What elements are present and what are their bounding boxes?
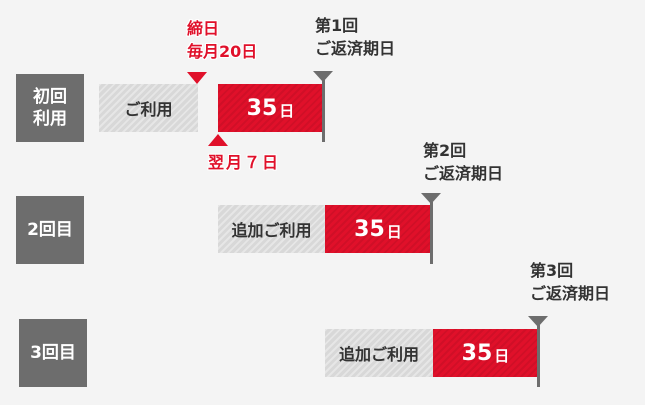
due-marker-icon xyxy=(421,193,441,204)
due-date-label-1: 第1回ご返済期日 xyxy=(315,14,395,60)
usage-bar: ご利用 xyxy=(99,84,198,132)
due-text: ご返済期日 xyxy=(315,39,396,58)
due-marker-icon xyxy=(528,316,548,327)
due-date-label-2: 第2回ご返済期日 xyxy=(423,139,503,185)
usage-label: ご利用 xyxy=(124,100,173,119)
days-unit: 日 xyxy=(386,223,402,241)
due-marker-icon xyxy=(313,71,333,82)
due-line xyxy=(537,325,540,387)
closing-date: 毎月20日 xyxy=(187,42,258,61)
days-number: 35 xyxy=(354,216,385,242)
due-number: 第1回 xyxy=(315,16,359,35)
due-line xyxy=(430,202,433,264)
due-text: ご返済期日 xyxy=(423,164,504,183)
next-month-marker-icon xyxy=(208,134,228,146)
row-label-first: 初回 利用 xyxy=(16,74,84,142)
days-number: 35 xyxy=(461,340,493,366)
due-number: 第2回 xyxy=(423,141,467,160)
row-label-text: 3回目 xyxy=(30,343,76,363)
due-date-label-3: 第3回ご返済期日 xyxy=(530,259,610,305)
due-line xyxy=(322,80,325,142)
days-unit: 日 xyxy=(279,102,295,120)
row-label-text: 初回 利用 xyxy=(33,87,67,129)
closing-marker-icon xyxy=(187,72,207,84)
usage-label: 追加ご利用 xyxy=(231,221,312,240)
closing-date-label: 締日毎月20日 xyxy=(187,17,257,63)
closing-title: 締日 xyxy=(187,19,220,38)
row-label-text: 2回目 xyxy=(27,220,73,240)
due-number: 第3回 xyxy=(530,261,574,280)
days-unit: 日 xyxy=(494,347,510,365)
next-month-label: 翌月７日 xyxy=(208,153,281,172)
usage-bar: 追加ご利用 xyxy=(218,205,325,253)
row-label-third: 3回目 xyxy=(19,319,87,387)
row-label-second: 2回目 xyxy=(16,196,84,264)
due-text: ご返済期日 xyxy=(530,284,611,303)
usage-label: 追加ご利用 xyxy=(338,345,419,364)
days-number: 35 xyxy=(246,95,278,121)
usage-bar: 追加ご利用 xyxy=(325,329,433,377)
